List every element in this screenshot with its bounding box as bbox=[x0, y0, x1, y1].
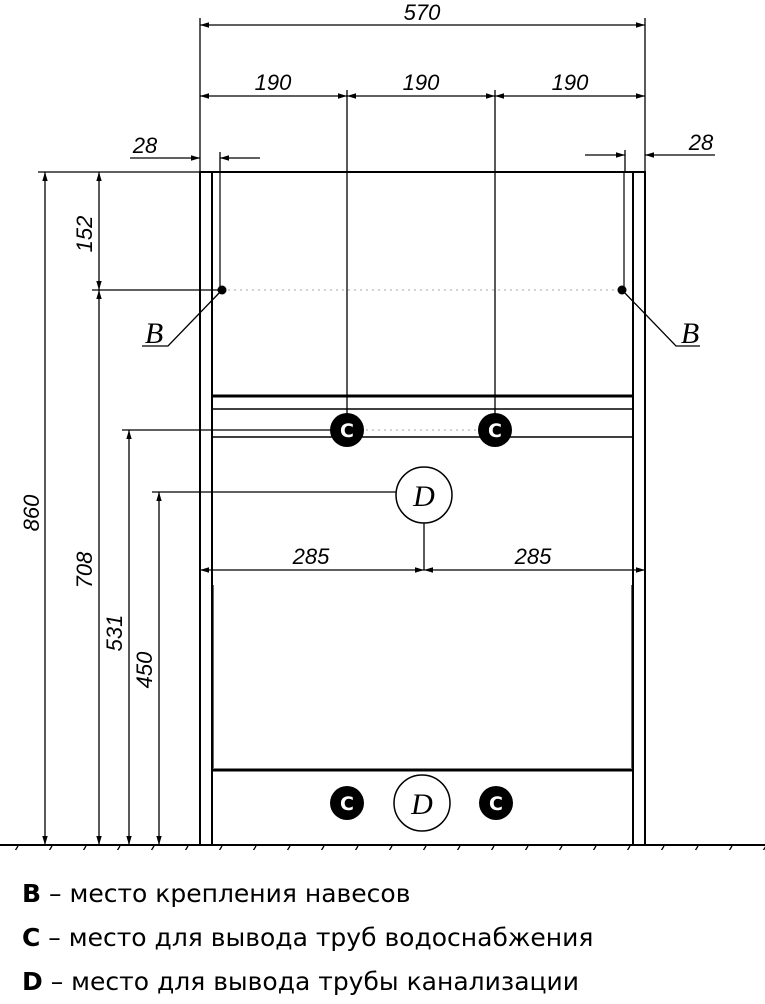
hatch-stroke bbox=[388, 845, 393, 850]
hatch-stroke bbox=[490, 845, 495, 850]
hatch-stroke bbox=[14, 845, 19, 850]
hatch-stroke bbox=[354, 845, 359, 850]
water-outlet-c-lower-right: C bbox=[479, 786, 513, 820]
dim-height-total: 860 bbox=[19, 494, 44, 531]
marker-b-left: B bbox=[145, 317, 163, 350]
hatch-stroke bbox=[82, 845, 87, 850]
hatch-stroke bbox=[694, 845, 699, 850]
hatch-stroke bbox=[524, 845, 529, 850]
dim-top-offset: 152 bbox=[72, 216, 97, 253]
legend-text: – место крепления навесов bbox=[41, 879, 411, 908]
hatch-stroke bbox=[116, 845, 121, 850]
hatch-stroke bbox=[286, 845, 291, 850]
floor-hatching bbox=[14, 845, 765, 850]
dim-height-c: 531 bbox=[102, 615, 127, 652]
hatch-stroke bbox=[626, 845, 631, 850]
drain-outlet-d-upper: D bbox=[395, 466, 453, 524]
hatch-stroke bbox=[150, 845, 155, 850]
dim-side-right: 28 bbox=[688, 130, 714, 155]
legend-row-d: D – место для вывода трубы канализации bbox=[22, 960, 593, 1004]
dim-section-2: 190 bbox=[403, 70, 440, 95]
water-outlet-c-upper-left: C bbox=[330, 413, 364, 447]
hatch-stroke bbox=[184, 845, 189, 850]
hatch-stroke bbox=[48, 845, 53, 850]
mount-point-left bbox=[217, 285, 227, 295]
legend-key: C bbox=[22, 923, 41, 952]
water-outlet-c-lower-left: C bbox=[330, 786, 364, 820]
legend-row-b: B – место крепления навесов bbox=[22, 872, 593, 916]
installation-drawing: 570 190 190 190 28 28 152 860 708 531 45… bbox=[0, 0, 765, 850]
hatch-stroke bbox=[320, 845, 325, 850]
water-outlet-label: C bbox=[340, 420, 354, 442]
marker-b-right: B bbox=[681, 317, 699, 350]
dim-section-1: 190 bbox=[255, 70, 292, 95]
hatch-stroke bbox=[660, 845, 665, 850]
legend-text: – место для вывода трубы канализации bbox=[42, 967, 580, 996]
dim-total-width: 570 bbox=[404, 0, 441, 25]
hatch-stroke bbox=[456, 845, 461, 850]
legend-key: D bbox=[22, 967, 43, 996]
mount-point-right bbox=[617, 285, 627, 295]
dim-height-b: 708 bbox=[72, 551, 97, 588]
hatch-stroke bbox=[592, 845, 597, 850]
hatch-stroke bbox=[558, 845, 563, 850]
water-outlet-c-upper-right: C bbox=[478, 413, 512, 447]
legend: B – место крепления навесов C – место дл… bbox=[22, 872, 593, 1004]
dim-side-left: 28 bbox=[132, 133, 158, 158]
hatch-stroke bbox=[252, 845, 257, 850]
legend-key: B bbox=[22, 879, 42, 908]
svg-text:D: D bbox=[410, 788, 433, 821]
dim-half-left: 285 bbox=[292, 544, 330, 569]
hatch-stroke bbox=[422, 845, 427, 850]
hatch-stroke bbox=[728, 845, 733, 850]
dimension-lines bbox=[38, 18, 715, 845]
dim-section-3: 190 bbox=[552, 70, 589, 95]
svg-text:D: D bbox=[412, 480, 435, 513]
hatch-stroke bbox=[762, 846, 765, 850]
water-outlet-label: C bbox=[340, 793, 354, 815]
hatch-stroke bbox=[218, 845, 223, 850]
water-outlet-label: C bbox=[489, 793, 503, 815]
legend-row-c: C – место для вывода труб водоснабжения bbox=[22, 916, 593, 960]
drain-outlet-d-lower: D bbox=[393, 774, 451, 832]
legend-text: – место для вывода труб водоснабжения bbox=[40, 923, 594, 952]
dim-height-d: 450 bbox=[132, 651, 157, 688]
dim-half-right: 285 bbox=[514, 544, 552, 569]
water-outlet-label: C bbox=[488, 420, 502, 442]
